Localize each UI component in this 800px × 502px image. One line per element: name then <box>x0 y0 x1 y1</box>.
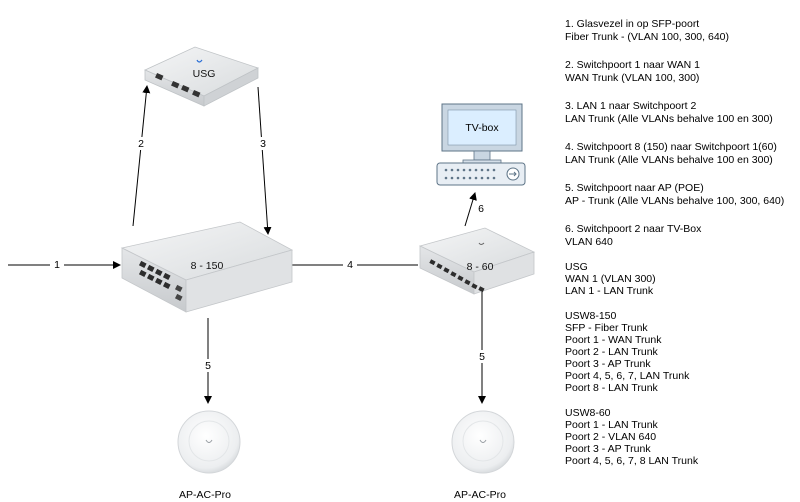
note-detail: LAN Trunk (Alle VLANs behalve 100 en 300… <box>565 113 773 125</box>
note-title: 4. Switchpoort 8 (150) naar Switchpoort … <box>565 141 777 153</box>
inventory-usw8-150: USW8-150 SFP - Fiber Trunk Poort 1 - WAN… <box>565 310 797 394</box>
inventory-line: Poort 1 - LAN Trunk <box>565 419 658 431</box>
usw8-60-ports <box>429 259 485 293</box>
link-1: 1 <box>8 258 121 271</box>
usw8-150-ports <box>138 260 183 302</box>
note-2: 2. Switchpoort 1 naar WAN 1 WAN Trunk (V… <box>565 59 797 85</box>
note-6: 6. Switchpoort 2 naar TV-Box VLAN 640 <box>565 223 797 249</box>
inventory-line: Poort 4, 5, 6, 7, LAN Trunk <box>565 370 690 382</box>
note-title: 3. LAN 1 naar Switchpoort 2 <box>565 100 697 112</box>
link-4-label: 4 <box>347 259 353 271</box>
note-1: 1. Glasvezel in op SFP-poort Fiber Trunk… <box>565 18 797 44</box>
inventory-line: Poort 4, 5, 6, 7, 8 LAN Trunk <box>565 455 699 467</box>
note-detail: LAN Trunk (Alle VLANs behalve 100 en 300… <box>565 154 773 166</box>
tv-box-device: TV-box <box>436 103 526 186</box>
inventory-line: Poort 1 - WAN Trunk <box>565 334 662 346</box>
ubiquiti-logo-icon <box>205 439 213 443</box>
inventory-line: USW8-60 <box>565 407 611 419</box>
usw8-60-device: 8 - 60 <box>418 227 536 295</box>
link-3-label: 3 <box>260 138 266 150</box>
inventory-line: USW8-150 <box>565 310 617 322</box>
link-1-label: 1 <box>54 259 60 271</box>
access-point-2 <box>451 410 515 474</box>
link-2: 2 <box>132 85 151 227</box>
access-point-1 <box>177 410 241 474</box>
note-title: 5. Switchpoort naar AP (POE) <box>565 182 704 194</box>
tv-box-buttons <box>444 168 496 180</box>
inventory-line: USG <box>565 261 588 273</box>
usw8-150-label: 8 - 150 <box>191 260 224 272</box>
ubiquiti-logo-icon <box>478 242 485 245</box>
link-6-label: 6 <box>478 203 484 215</box>
note-4: 4. Switchpoort 8 (150) naar Switchpoort … <box>565 141 797 167</box>
note-5: 5. Switchpoort naar AP (POE) AP - Trunk … <box>565 182 797 208</box>
note-detail: VLAN 640 <box>565 236 613 248</box>
link-2-label: 2 <box>138 138 144 150</box>
inventory-usg: USG WAN 1 (VLAN 300) LAN 1 - LAN Trunk <box>565 261 797 297</box>
ap1-label: AP-AC-Pro <box>179 489 231 501</box>
ubiquiti-logo-icon <box>196 59 203 63</box>
inventory-line: Poort 3 - AP Trunk <box>565 358 651 370</box>
note-detail: WAN Trunk (VLAN 100, 300) <box>565 72 700 84</box>
usg-label: USG <box>193 68 216 80</box>
link-4: 4 <box>292 258 418 271</box>
inventory-usw8-60: USW8-60 Poort 1 - LAN Trunk Poort 2 - VL… <box>565 407 797 467</box>
inventory-line: LAN 1 - LAN Trunk <box>565 285 654 297</box>
note-title: 1. Glasvezel in op SFP-poort <box>565 18 700 30</box>
inventory-line: Poort 2 - LAN Trunk <box>565 346 658 358</box>
link-5a: 5 <box>202 318 214 404</box>
inventory-line: SFP - Fiber Trunk <box>565 322 648 334</box>
link-5a-label: 5 <box>205 360 211 372</box>
note-title: 2. Switchpoort 1 naar WAN 1 <box>565 59 701 71</box>
device-inventory: USG WAN 1 (VLAN 300) LAN 1 - LAN Trunk U… <box>565 261 797 480</box>
connection-notes: 1. Glasvezel in op SFP-poort Fiber Trunk… <box>565 18 797 264</box>
note-title: 6. Switchpoort 2 naar TV-Box <box>565 223 702 235</box>
note-3: 3. LAN 1 naar Switchpoort 2 LAN Trunk (A… <box>565 100 797 126</box>
usg-device: USG <box>144 46 260 107</box>
inventory-line: Poort 2 - VLAN 640 <box>565 431 657 443</box>
note-detail: Fiber Trunk - (VLAN 100, 300, 640) <box>565 31 729 43</box>
inventory-line: Poort 8 - LAN Trunk <box>565 382 658 394</box>
link-5b-label: 5 <box>479 351 485 363</box>
usw8-60-label: 8 - 60 <box>467 261 494 273</box>
link-3: 3 <box>257 86 272 235</box>
note-detail: AP - Trunk (Alle VLANs behalve 100, 300,… <box>565 195 785 207</box>
link-6: 6 <box>464 192 487 227</box>
ubiquiti-logo-icon <box>479 439 487 443</box>
tv-box-label: TV-box <box>465 122 499 134</box>
inventory-line: WAN 1 (VLAN 300) <box>565 273 656 285</box>
usw8-150-device: 8 - 150 <box>120 221 294 313</box>
link-5b: 5 <box>476 288 488 404</box>
ap2-label: AP-AC-Pro <box>454 489 506 501</box>
inventory-line: Poort 3 - AP Trunk <box>565 443 651 455</box>
